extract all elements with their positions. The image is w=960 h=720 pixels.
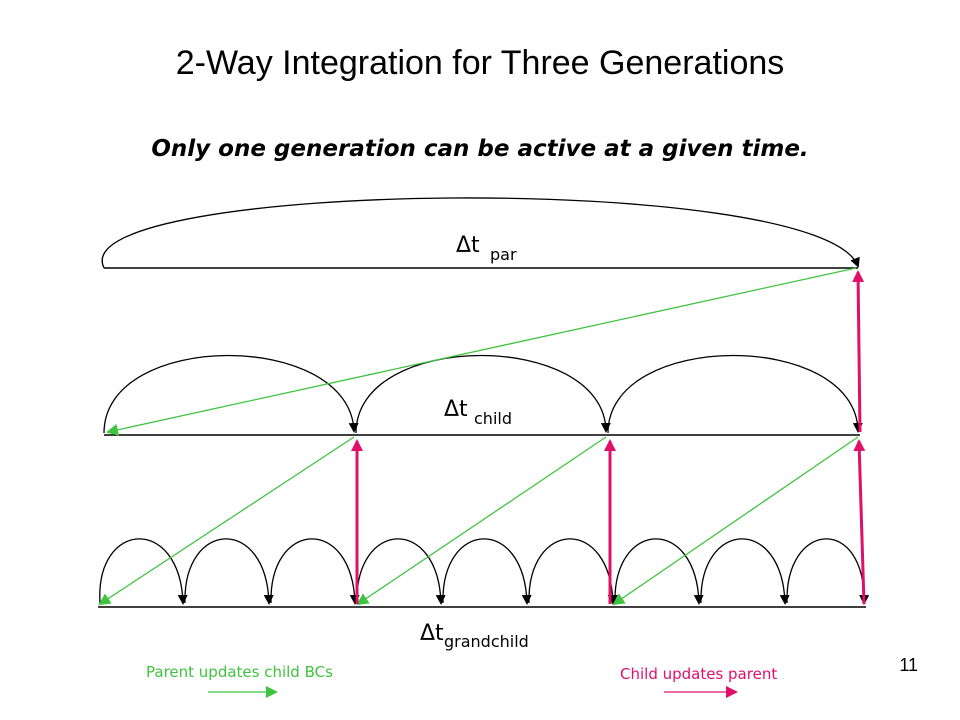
- grandchild-step-arc-1: [99, 538, 188, 605]
- parent-dt-label: Δt: [456, 233, 480, 258]
- green-arrow-child-to-grandchild-1: [98, 436, 355, 606]
- green-arrow-parent-to-child: [106, 267, 857, 436]
- grandchild-step-arc-8: [700, 538, 790, 605]
- legend-parent-updates-child: Parent updates child BCs: [146, 663, 333, 681]
- slide-subtitle: Only one generation can be active at a g…: [151, 136, 809, 162]
- grandchild-step-arc-5: [442, 538, 532, 605]
- pink-arrow-child-to-parent: [852, 270, 865, 433]
- parent-step-arc: [101, 197, 860, 269]
- grandchild-step-arc-6: [528, 538, 618, 605]
- green-arrow-child-to-grandchild-2: [356, 436, 607, 606]
- grandchild-dt-label: Δt: [420, 621, 444, 646]
- child-dt-subscript: child: [474, 409, 512, 428]
- pink-arrow-grandchild-to-child-3: [853, 439, 866, 605]
- grandchild-step-arc-4: [356, 538, 446, 605]
- child-dt-label: Δt: [444, 397, 468, 422]
- grandchild-step-arc-9: [786, 538, 870, 605]
- grandchild-step-arc-7: [614, 538, 704, 605]
- child-updates-parent-arrows: [351, 270, 866, 605]
- grandchild-dt-subscript: grandchild: [444, 632, 529, 651]
- green-arrow-child-to-grandchild-3: [612, 436, 859, 606]
- parent-updates-child-arrows: [98, 267, 859, 606]
- parent-dt-subscript: par: [490, 245, 517, 264]
- child-step-arc-1: [103, 354, 359, 434]
- legend-child-updates-parent: Child updates parent: [620, 665, 778, 683]
- grandchild-step-arc-3: [270, 538, 360, 605]
- child-step-arc-2: [355, 354, 611, 434]
- child-step-arc-3: [607, 354, 863, 434]
- slide-title: 2-Way Integration for Three Generations: [175, 44, 785, 82]
- grandchild-step-arc-2: [184, 538, 274, 605]
- grandchild-step-arcs: [99, 538, 870, 605]
- page-number: 11: [899, 655, 918, 675]
